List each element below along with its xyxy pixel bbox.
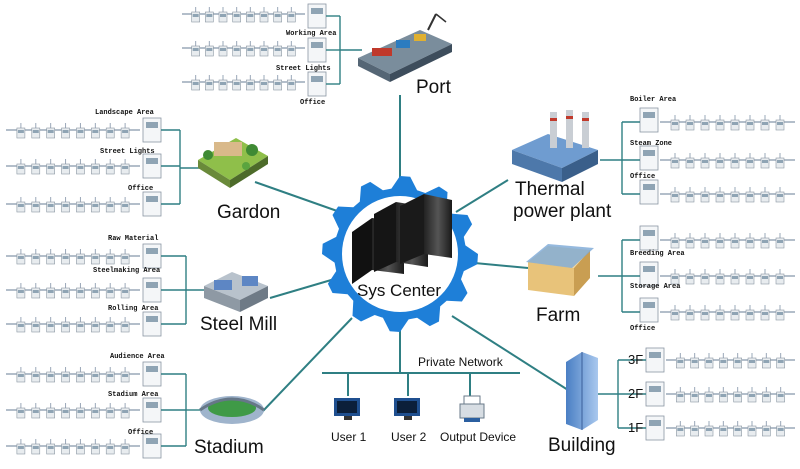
panel-port: Working Area Street Lights Office xyxy=(180,3,362,107)
steel-mill-label: Steel Mill xyxy=(200,314,277,335)
floor-3f: 3F xyxy=(628,352,643,367)
steel-area-1: Raw Material xyxy=(108,235,158,243)
office-building-icon xyxy=(566,352,598,430)
port-area-3: Office xyxy=(300,99,325,107)
device-label-3: Output Device xyxy=(440,430,516,444)
stadium-label: Stadium xyxy=(194,437,264,458)
device-label-1: User 1 xyxy=(331,430,367,444)
hub-building: Building xyxy=(548,352,616,456)
farm-area-3: Office xyxy=(630,325,655,333)
sys-center: Sys Center xyxy=(322,176,478,332)
hub-thermal: Thermal power plant xyxy=(512,110,612,222)
connector-thermal xyxy=(455,179,509,213)
hub-steel-mill: Steel Mill xyxy=(200,272,277,335)
panel-thermal: Boiler Area Steam Zone Office xyxy=(600,96,795,205)
stadium-icon xyxy=(199,396,265,424)
farm-area-2: Storage Area xyxy=(630,283,681,291)
hub-stadium: Stadium xyxy=(194,396,265,458)
gardon-label: Gardon xyxy=(217,202,280,223)
panel-stadium: Audience Area Stadium Area Office xyxy=(6,353,200,459)
power-plant-icon xyxy=(512,110,598,182)
server-rack-icon xyxy=(352,194,452,284)
connector-building xyxy=(451,315,569,391)
network-label: Private Network xyxy=(418,355,504,369)
thermal-label-1: Thermal xyxy=(515,179,585,200)
floor-2f: 2F xyxy=(628,386,643,401)
computer-icon xyxy=(334,398,360,420)
hub-port: Port xyxy=(358,13,452,98)
thermal-area-3: Office xyxy=(630,173,655,181)
port-icon xyxy=(358,13,452,82)
port-label: Port xyxy=(416,77,452,98)
device-output: Output Device xyxy=(440,395,516,444)
farm-area-1: Breeding Area xyxy=(630,250,685,258)
computer-icon xyxy=(394,398,420,420)
thermal-area-1: Boiler Area xyxy=(630,96,677,104)
stadium-area-1: Audience Area xyxy=(110,353,165,361)
private-network: Private Network xyxy=(322,355,520,396)
device-user-1: User 1 xyxy=(331,398,367,444)
building-label: Building xyxy=(548,435,616,456)
hub-connectors xyxy=(254,95,569,413)
device-label-2: User 2 xyxy=(391,430,427,444)
thermal-label-2: power plant xyxy=(513,201,612,222)
connector-stadium xyxy=(261,317,353,413)
center-label: Sys Center xyxy=(357,281,441,300)
gardon-area-1: Landscape Area xyxy=(95,109,155,117)
thermal-area-2: Steam Zone xyxy=(630,140,672,148)
connector-steel-mill xyxy=(269,277,339,299)
garden-icon xyxy=(198,138,268,188)
gardon-area-3: Office xyxy=(128,185,153,193)
gardon-area-2: Street Lights xyxy=(100,148,155,156)
printer-icon xyxy=(459,395,485,422)
device-user-2: User 2 xyxy=(391,398,427,444)
port-area-1: Working Area xyxy=(286,30,337,38)
steel-area-2: Steelmaking Area xyxy=(93,267,161,275)
hub-farm: Farm xyxy=(526,244,594,326)
panel-steel-mill: Raw Material Steelmaking Area Rolling Ar… xyxy=(6,235,204,337)
floor-1f: 1F xyxy=(628,420,643,435)
port-area-2: Street Lights xyxy=(276,65,331,73)
panel-gardon: Landscape Area Street Lights Office xyxy=(6,109,200,217)
panel-building: 3F 2F 1F xyxy=(598,347,795,441)
connector-gardon xyxy=(254,181,341,213)
barn-icon xyxy=(526,244,594,296)
hub-gardon: Gardon xyxy=(198,138,280,223)
panel-farm: Breeding Area Storage Area Office xyxy=(598,225,795,333)
stadium-area-3: Office xyxy=(128,429,153,437)
factory-icon xyxy=(204,272,268,312)
steel-area-3: Rolling Area xyxy=(108,305,159,313)
stadium-area-2: Stadium Area xyxy=(108,391,159,399)
farm-label: Farm xyxy=(536,305,580,326)
